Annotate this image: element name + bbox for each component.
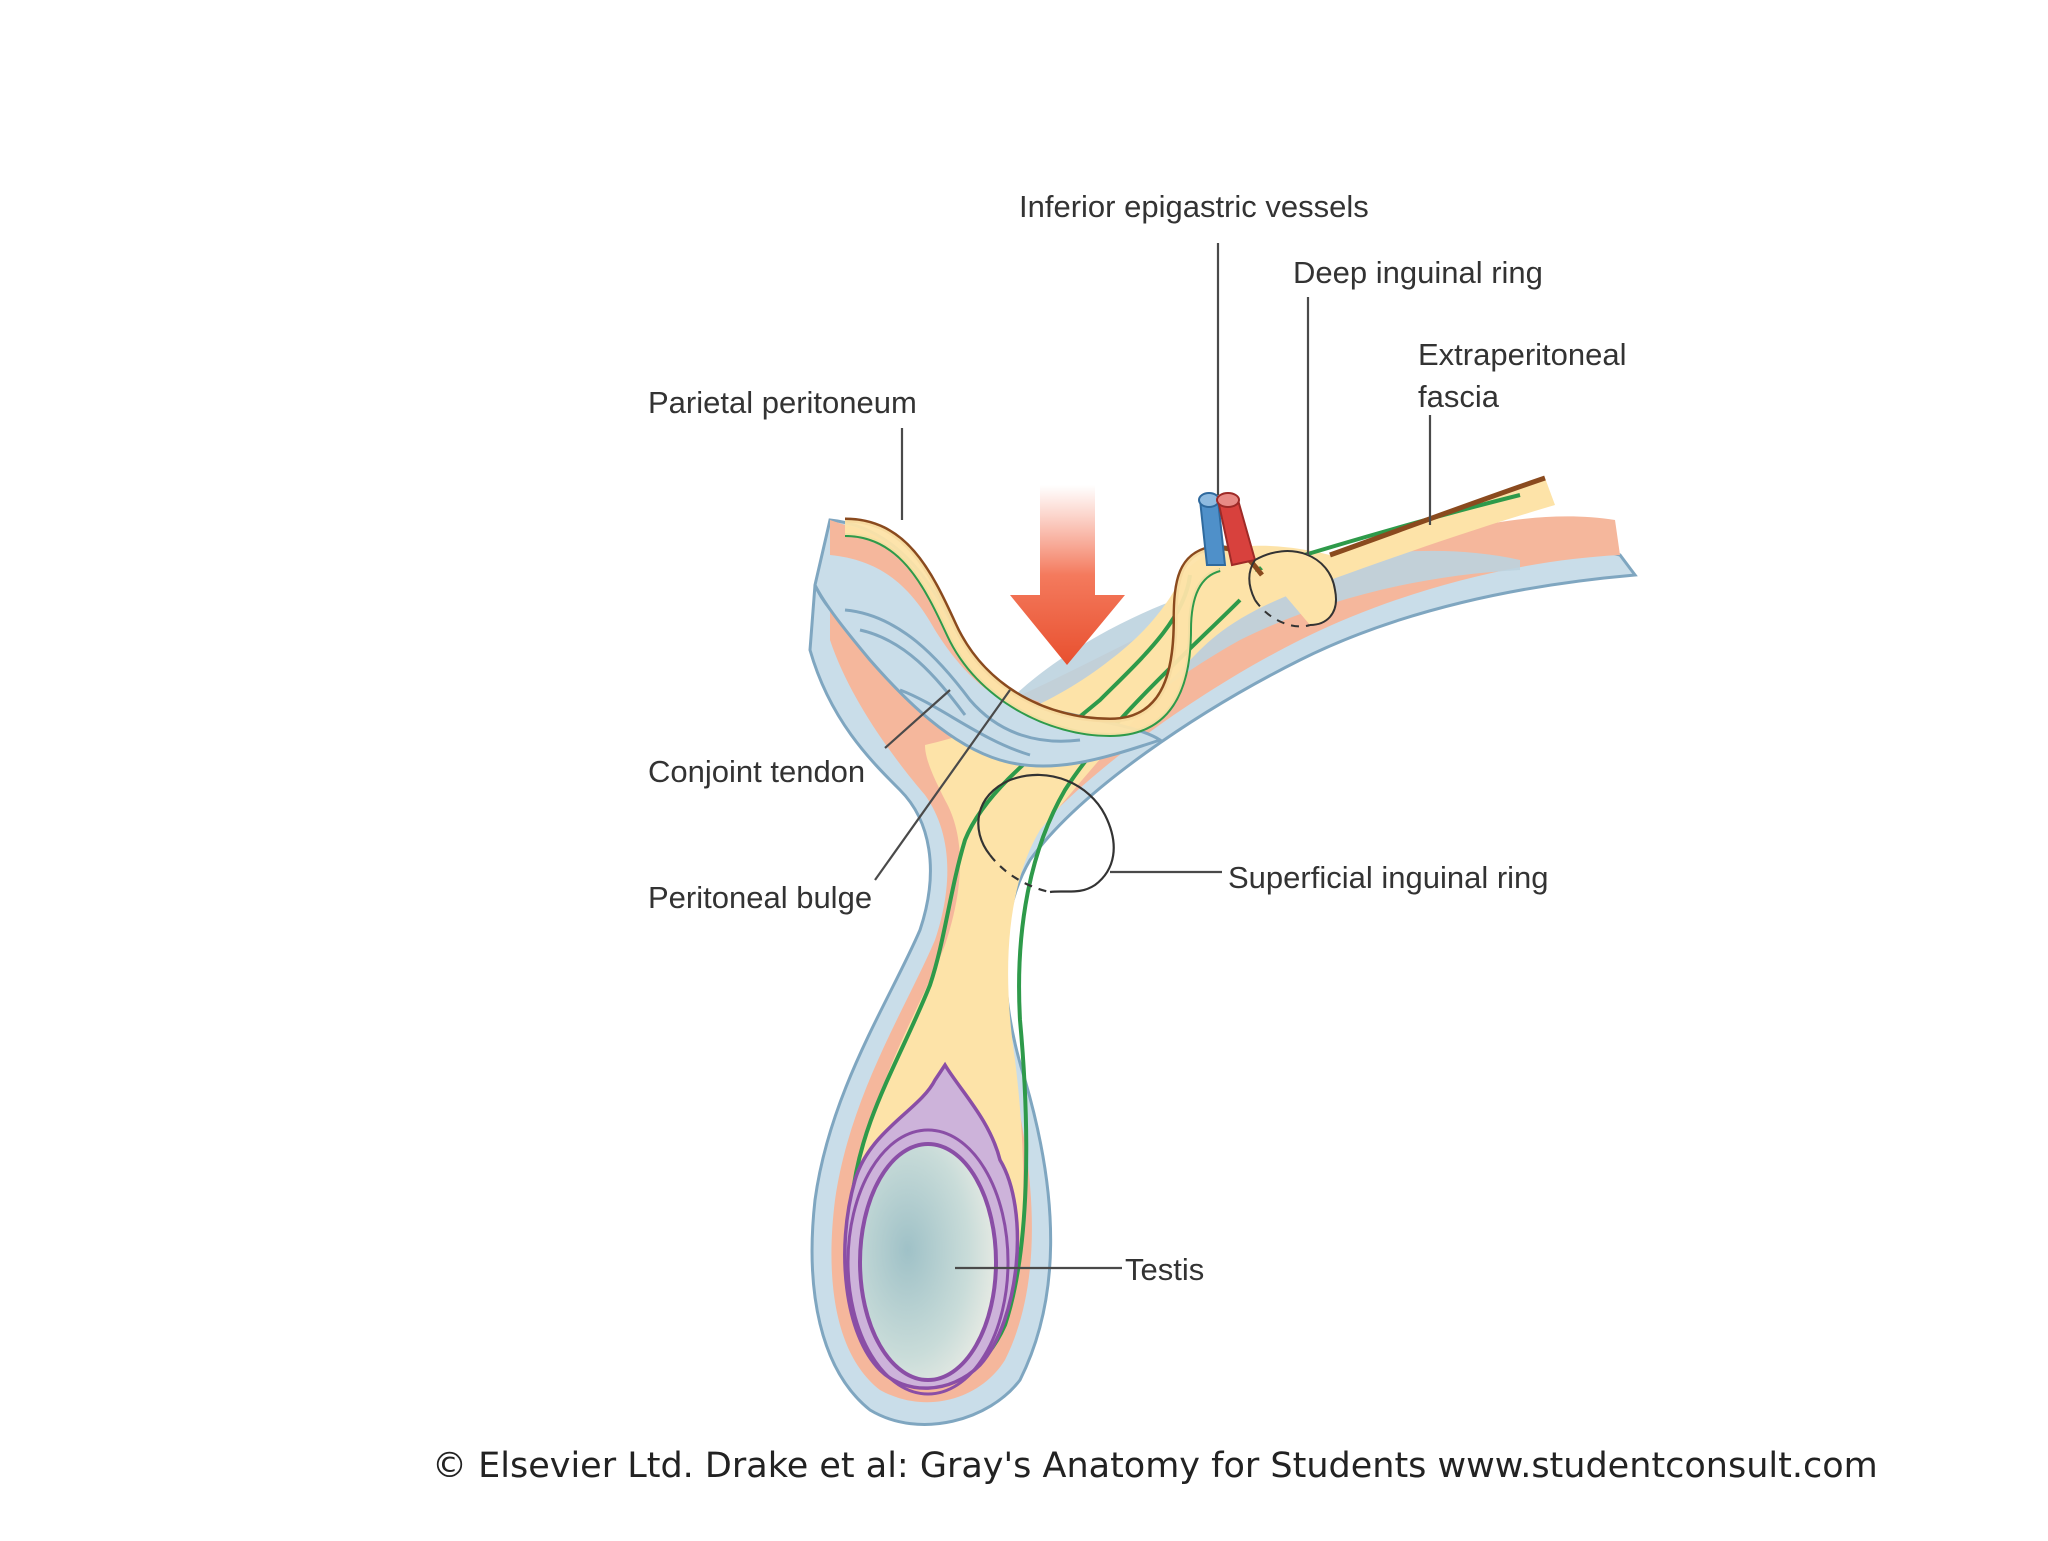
label-peritoneal-bulge: Peritoneal bulge — [648, 880, 872, 915]
superficial-ring-dashed — [989, 854, 1051, 894]
leader-conjoint-tendon — [884, 689, 951, 749]
internal-fascia-layer — [1010, 550, 1520, 820]
leader-lines — [874, 243, 1432, 1270]
label-superficial-inguinal-ring: Superficial inguinal ring — [1228, 860, 1549, 895]
direct-force-arrow — [1010, 485, 1125, 665]
label-extraperitoneal-line2: fascia — [1418, 379, 1500, 414]
label-inferior-epigastric-vessels: Inferior epigastric vessels — [1019, 189, 1369, 224]
conjoint-tendon-strands — [844, 608, 1081, 757]
deep-ring-solid — [1248, 559, 1256, 601]
deep-ring-dashed — [1254, 599, 1311, 628]
labels: Inferior epigastric vessels Deep inguina… — [648, 189, 1627, 1287]
left-wall-muscle — [830, 520, 1040, 712]
copyright-credit: © Elsevier Ltd. Drake et al: Gray's Anat… — [432, 1446, 1878, 1486]
superficial-ring-solid — [977, 773, 1115, 894]
peritoneum-yellow-fill — [845, 520, 1220, 735]
peritoneum-right — [1329, 475, 1546, 558]
testis-body — [858, 1142, 998, 1382]
deep-ring-circle — [1254, 550, 1337, 626]
label-extraperitoneal-line1: Extraperitoneal — [1418, 337, 1627, 372]
label-deep-inguinal-ring: Deep inguinal ring — [1293, 255, 1543, 290]
superficial-inguinal-ring — [977, 773, 1115, 894]
down-arrow-icon — [1010, 485, 1125, 665]
artery-end-icon — [1216, 492, 1240, 508]
label-conjoint-tendon: Conjoint tendon — [648, 754, 865, 789]
deep-inguinal-ring — [1248, 550, 1337, 628]
label-parietal-peritoneum: Parietal peritoneum — [648, 385, 917, 420]
testis — [843, 1061, 1020, 1396]
leader-peritoneal-bulge — [874, 689, 1011, 881]
label-testis: Testis — [1125, 1252, 1204, 1287]
testis-outline-inner — [846, 1128, 1010, 1396]
